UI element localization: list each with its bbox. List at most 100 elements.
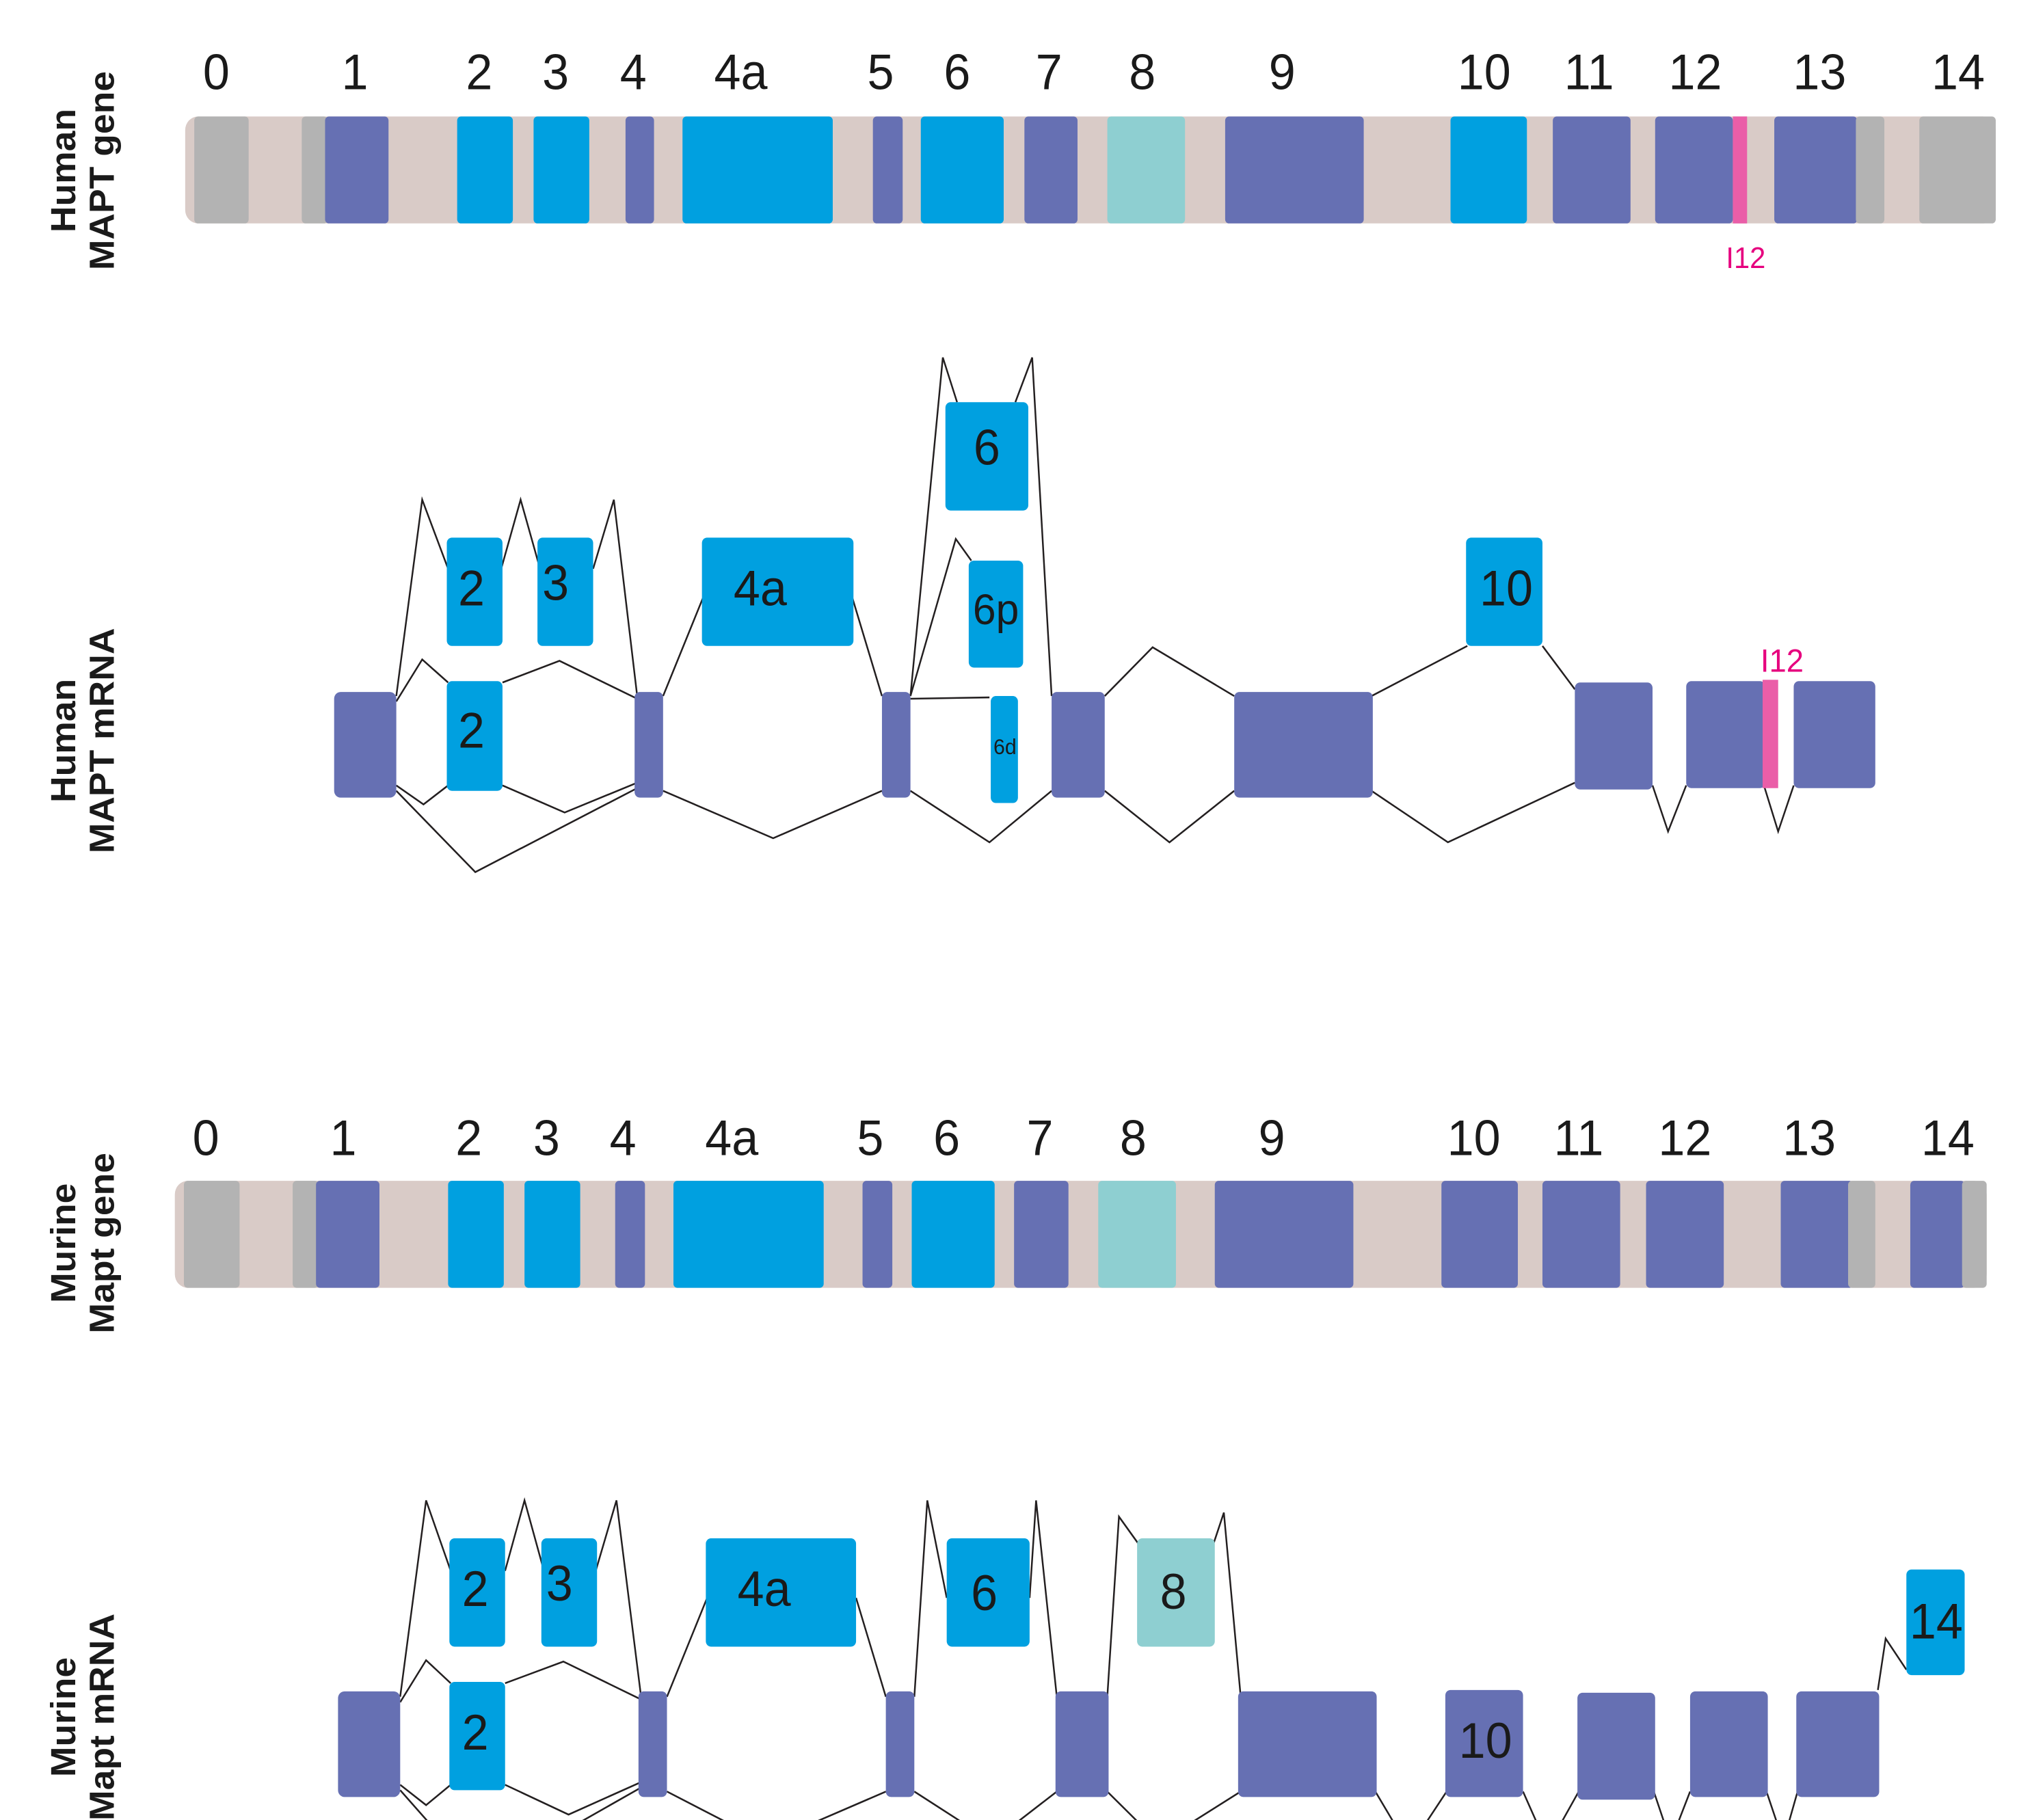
splice-junction (1106, 1514, 1139, 1697)
murine-mrna-exon-1 (338, 1691, 401, 1797)
human-exon-1 (325, 116, 389, 224)
murine-mrna-label-8: 8 (1160, 1564, 1187, 1620)
splice-junction (910, 696, 990, 700)
murine-exon-number: 6 (933, 1110, 960, 1166)
murine-exon-number: 0 (193, 1110, 219, 1166)
human-mrna-label-6d: 6d (993, 735, 1017, 760)
murine-exon-number: 3 (533, 1110, 560, 1166)
splice-junction (1765, 1791, 1799, 1820)
murine-exon-10 (1441, 1181, 1519, 1288)
panel-label-murine-mrna-line2: Mapt mRNA (83, 1614, 122, 1820)
human-mrna-label-6p: 6p (973, 586, 1019, 634)
splice-junction (1104, 790, 1235, 844)
splice-junction (395, 496, 449, 697)
human-gene-track: I12 (185, 116, 1996, 275)
human-mrna-exon-10 (1466, 537, 1542, 646)
splice-junction (666, 1597, 708, 1698)
human-exon-4a (682, 116, 833, 224)
murine-exon-13 (1780, 1181, 1854, 1288)
murine-mrna-exon-11 (1577, 1692, 1655, 1800)
human-exon-number: 3 (542, 44, 569, 101)
panel-label-human-gene-line1: Human (44, 109, 83, 232)
human-exon-10 (1450, 116, 1527, 224)
human-mrna-exon-4 (634, 692, 663, 798)
panel-label-murine-gene: Murine Mapt gene (44, 1153, 122, 1333)
human-mrna-exon-11 (1575, 682, 1653, 790)
human-mrna-exon-2-incl (446, 681, 503, 791)
splice-junction (1653, 1791, 1692, 1820)
panel-label-murine-mrna-line1: Murine (44, 1657, 83, 1777)
human-exon-4 (625, 116, 654, 224)
panel-label-human-mrna: Human MAPT mRNA (44, 628, 122, 854)
splice-junction (851, 597, 883, 697)
splice-junction (913, 1791, 1058, 1820)
splice-junction (595, 1500, 642, 1697)
murine-mrna-label-14: 14 (1910, 1594, 1963, 1650)
splice-junction (1371, 645, 1468, 697)
human-mrna-exon-4a (701, 537, 854, 646)
human-intron-12-retention (1733, 116, 1748, 224)
human-exon-number: 11 (1564, 44, 1614, 101)
murine-exon-8 (1098, 1181, 1176, 1288)
murine-exon-number: 10 (1447, 1110, 1501, 1166)
murine-exon-2 (448, 1181, 504, 1288)
murine-mrna-exon-4 (638, 1691, 667, 1797)
splice-junction (663, 790, 883, 840)
murine-exon-number: 9 (1259, 1110, 1285, 1166)
murine-exon-12 (1646, 1181, 1724, 1288)
splice-junction (399, 1659, 452, 1703)
murine-exon-14-utr (1962, 1181, 1987, 1288)
splice-junction (1877, 1636, 1908, 1691)
human-mrna-intron-12-retention (1763, 680, 1778, 788)
human-exon-number: 7 (1036, 44, 1062, 101)
murine-mrna-label-2-incl: 2 (462, 1705, 489, 1761)
murine-exon-number: 12 (1658, 1110, 1711, 1166)
murine-exon-13-utr (1848, 1181, 1875, 1288)
human-exon-number: 5 (868, 44, 894, 101)
panel-label-human-gene: Human MAPT gene (44, 71, 122, 270)
human-exon-12 (1655, 116, 1733, 224)
splice-junction (395, 784, 449, 806)
human-exon-number: 14 (1931, 44, 1985, 101)
murine-exon-4a (673, 1181, 824, 1288)
splice-junction (1014, 357, 1053, 697)
human-exon-number: 4 (620, 44, 647, 101)
human-exon-number: 6 (944, 44, 970, 101)
splice-junction (592, 499, 639, 697)
splice-junction (666, 1791, 887, 1820)
murine-mrna-label-2-alt: 2 (462, 1562, 489, 1618)
human-exon-5 (872, 116, 903, 224)
murine-exon-number: 13 (1782, 1110, 1836, 1166)
murine-exon-numbers: 0 1 2 3 4 4a 5 6 7 8 9 10 11 12 13 14 (193, 1110, 1975, 1166)
human-exon-number: 4a (714, 44, 768, 101)
human-exon-number: 1 (342, 44, 369, 101)
murine-exon-4 (615, 1181, 645, 1288)
splice-junction (1542, 645, 1576, 690)
splice-junction (1371, 781, 1575, 844)
murine-exon-number: 5 (857, 1110, 883, 1166)
murine-exon-number: 11 (1554, 1110, 1604, 1166)
murine-mrna-exons (338, 1538, 1965, 1800)
murine-mrna-exon-5 (885, 1691, 915, 1797)
murine-mrna-exon-6 (946, 1538, 1030, 1647)
human-exon-number: 12 (1669, 44, 1722, 101)
splice-junction (1651, 785, 1687, 834)
murine-exon-number: 2 (455, 1110, 482, 1166)
human-exon-14 (1919, 116, 1996, 224)
splice-junction (1522, 1791, 1580, 1820)
murine-mrna-label-10: 10 (1459, 1713, 1512, 1769)
splice-junction (399, 1786, 642, 1820)
murine-exon-number: 4 (610, 1110, 637, 1166)
human-mrna-exon-9 (1234, 692, 1373, 798)
murine-mrna-exon-10 (1445, 1689, 1523, 1797)
panel-label-human-mrna-line2: MAPT mRNA (83, 628, 122, 854)
human-exon-6 (920, 116, 1004, 224)
splice-junction (909, 790, 1052, 844)
splice-junction (1212, 1512, 1242, 1697)
murine-exon-0 (183, 1181, 240, 1288)
human-mrna-exon-13 (1793, 681, 1875, 788)
murine-mrna-labels: 2 3 4a 6 8 2 10 14 (462, 1556, 1963, 1769)
human-exon-number: 10 (1458, 44, 1511, 101)
human-mrna-exon-6 (945, 402, 1028, 511)
murine-exon-11 (1542, 1181, 1620, 1288)
